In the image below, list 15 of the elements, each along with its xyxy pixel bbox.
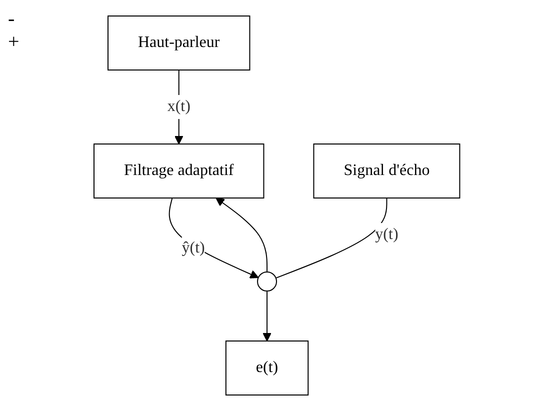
edge-label: x(t) bbox=[167, 98, 191, 114]
node-box: Haut-parleur bbox=[108, 15, 250, 70]
node-box: Filtrage adaptatif bbox=[94, 143, 264, 198]
arrow bbox=[174, 69, 184, 144]
connector bbox=[276, 197, 388, 278]
sign-label: + bbox=[8, 31, 20, 54]
sign-label: - bbox=[8, 8, 16, 31]
node-box: Signal d'écho bbox=[313, 143, 460, 198]
edge-label: ŷ(t) bbox=[182, 239, 206, 256]
arrow bbox=[262, 290, 272, 341]
edge-label: y(t) bbox=[375, 226, 398, 242]
arrow bbox=[168, 197, 259, 278]
arrow bbox=[216, 197, 268, 272]
node-box: e(t) bbox=[226, 340, 309, 395]
node-circle bbox=[257, 271, 278, 291]
